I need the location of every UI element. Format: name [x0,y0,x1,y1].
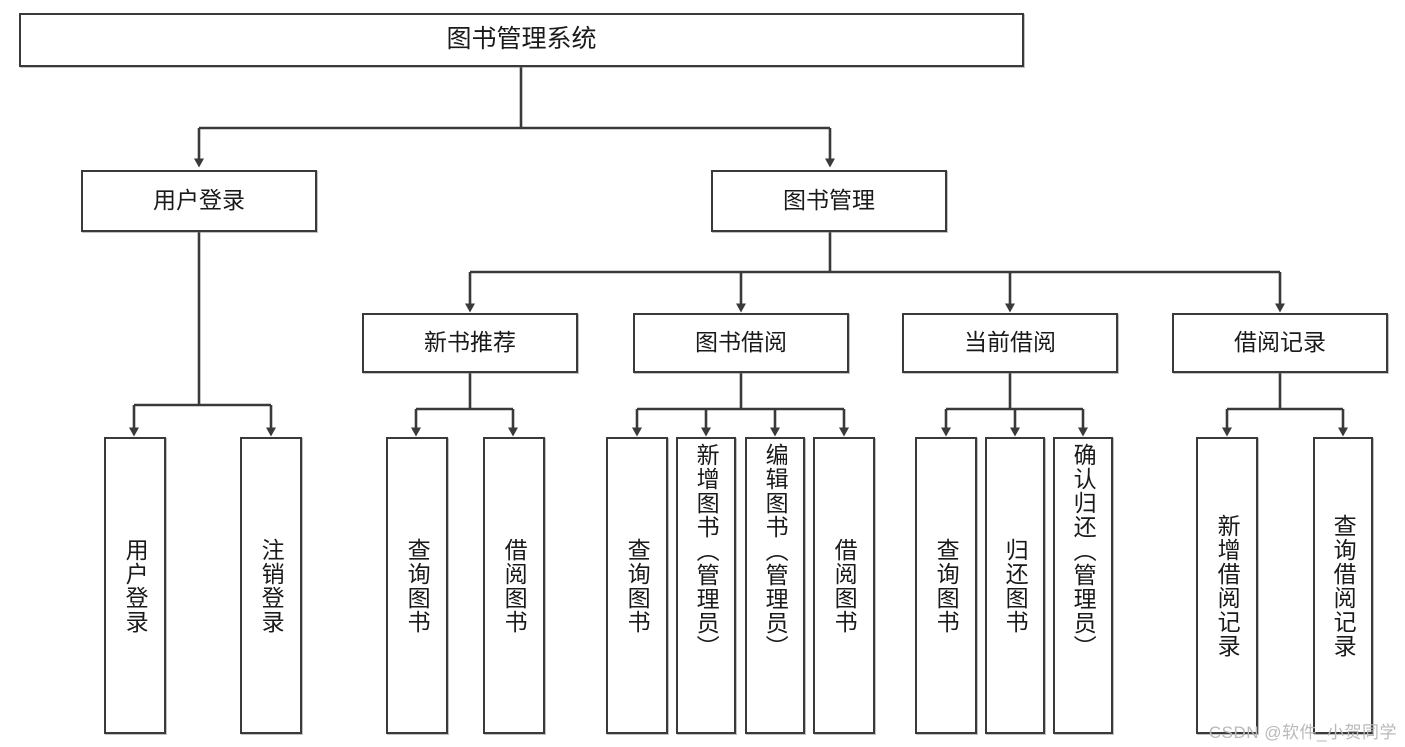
node-label: 注销登录 [258,537,285,634]
csdn-watermark: CSDN @软件_小贺同学 [1208,723,1397,742]
node-label: 借阅图书 [831,537,858,634]
leaf-current-borrow-confirm-return-admin[interactable]: 确认归还（管理员） [1053,437,1113,734]
leaf-new-book-query-book[interactable]: 查询图书 [386,437,448,734]
node-label: 用户登录 [122,537,149,634]
leaf-user-login-logout[interactable]: 注销登录 [240,437,302,734]
node-current-borrow[interactable]: 当前借阅 [902,313,1118,373]
node-label: 新书推荐 [424,329,516,356]
node-label: 借阅记录 [1234,329,1326,356]
node-new-book-recommend[interactable]: 新书推荐 [362,313,578,373]
node-label: 查询借阅记录 [1330,513,1357,658]
node-label: 编辑图书（管理员） [762,443,789,659]
leaf-book-borrow-edit-book-admin[interactable]: 编辑图书（管理员） [745,437,805,734]
node-label: 查询图书 [933,537,960,634]
node-label: 新增图书（管理员） [693,443,720,659]
leaf-book-borrow-query-book[interactable]: 查询图书 [606,437,668,734]
node-label: 用户登录 [153,187,245,214]
node-label: 图书管理系统 [446,25,597,54]
leaf-current-borrow-query-book[interactable]: 查询图书 [915,437,977,734]
node-book-management[interactable]: 图书管理 [711,170,947,232]
leaf-new-book-borrow-book[interactable]: 借阅图书 [483,437,545,734]
node-label: 借阅图书 [501,537,528,634]
node-label: 图书管理 [783,187,875,214]
leaf-user-login-login[interactable]: 用户登录 [104,437,166,734]
leaf-book-borrow-add-book-admin[interactable]: 新增图书（管理员） [676,437,736,734]
node-label: 归还图书 [1002,537,1029,634]
node-book-borrow[interactable]: 图书借阅 [633,313,849,373]
node-label: 查询图书 [404,537,431,634]
leaf-borrow-record-query-record[interactable]: 查询借阅记录 [1313,437,1373,734]
node-borrow-record[interactable]: 借阅记录 [1172,313,1388,373]
node-user-login[interactable]: 用户登录 [81,170,317,232]
leaf-book-borrow-borrow-book[interactable]: 借阅图书 [813,437,875,734]
node-label: 确认归还（管理员） [1070,443,1097,659]
node-label: 查询图书 [624,537,651,634]
node-label: 当前借阅 [964,329,1056,356]
node-book-management-system[interactable]: 图书管理系统 [19,13,1024,67]
node-label: 新增借阅记录 [1214,513,1241,658]
leaf-borrow-record-add-record[interactable]: 新增借阅记录 [1196,437,1258,734]
leaf-current-borrow-return-book[interactable]: 归还图书 [985,437,1045,734]
node-label: 图书借阅 [695,329,787,356]
